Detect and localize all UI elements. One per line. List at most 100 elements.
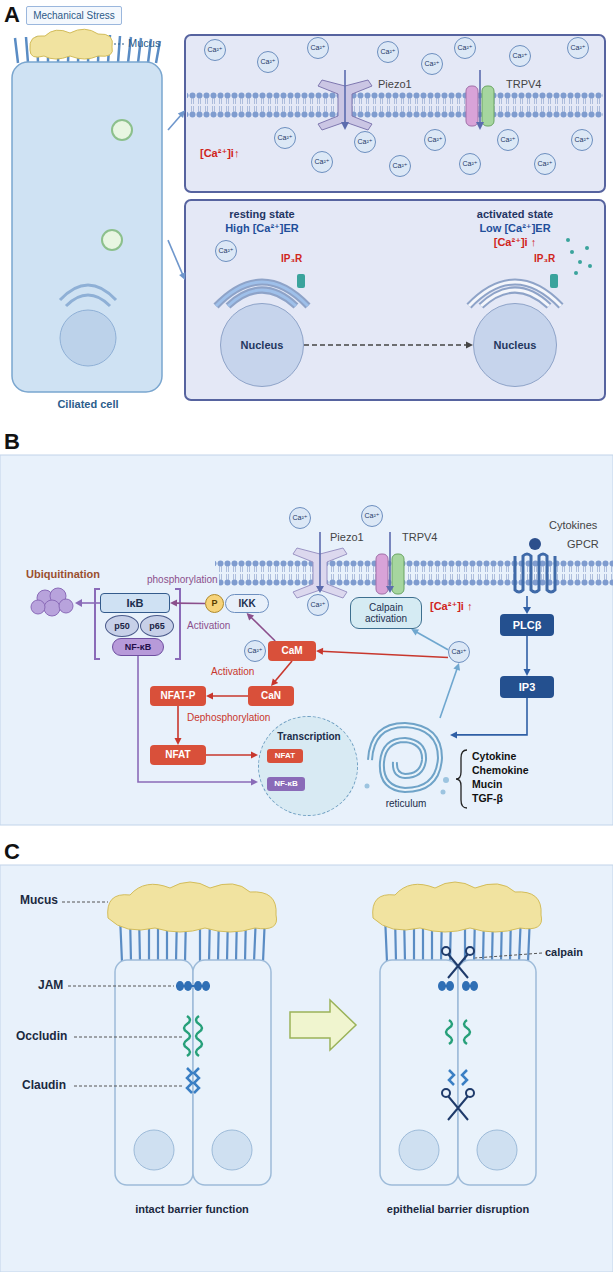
connector [440,663,460,718]
ip3-box: IP3 [500,676,554,698]
leader-line [114,44,124,45]
arrowhead [206,693,213,700]
edge-label: Activation [186,620,231,632]
text-label: intact barrier function [92,1203,292,1216]
node-label: Ca²⁺ [358,138,373,146]
calcium-ion: Ca²⁺ [307,594,329,616]
cell-er [60,285,116,306]
text-label: IP₃R [281,253,302,265]
connector [168,240,185,280]
jam-protein [176,981,210,991]
text-label: GPCR [567,538,599,551]
calcium-ion: Ca²⁺ [389,155,411,177]
nfat-box: NFAT [150,745,206,765]
connector [450,698,527,738]
arrowhead [476,122,484,130]
arrowhead [411,629,419,635]
arrowhead [316,648,323,655]
membrane [187,92,603,118]
nfat-p-box: NFAT-P [150,686,206,706]
edge-label: Dephosphorylation [186,712,271,724]
arrowhead [170,600,177,607]
node-label: PLCβ [513,619,542,632]
er-lumen [370,725,440,790]
node-label: Ca²⁺ [311,44,326,52]
panel-c-art [0,865,613,1272]
text-label: TGF-β [472,792,503,804]
cell-nuclei [134,1130,517,1170]
node-label: Ca²⁺ [248,647,263,655]
node-label: Ca²⁺ [315,158,330,166]
text-label: calpain [545,946,583,959]
connector-line [455,698,527,735]
zoom-frame [185,200,605,400]
text-label: Mucus [20,894,58,908]
connector-line [177,706,179,740]
node-label: Calpain activation [351,602,421,624]
arrowhead [341,122,349,130]
stress-box: Mechanical Stress [26,6,122,25]
membrane [215,560,613,586]
complex-bracket [95,589,180,659]
node-label: Ca²⁺ [311,601,326,609]
scissors-icon [442,947,474,978]
calcium-ion: Ca²⁺ [459,153,481,175]
connector [168,110,185,130]
ikb-box: IκB [100,593,170,613]
arrowhead [179,272,185,280]
connector [247,613,276,641]
cell-body [12,62,162,392]
trpv4-channel [482,86,494,126]
claudin-protein [187,1068,199,1093]
calcium-ion: Ca²⁺ [257,51,279,73]
influx-arrow [320,532,390,588]
node-label: Ca²⁺ [463,160,478,168]
node-label: NFAT [275,751,295,760]
nfat-gene: NFAT [267,749,303,763]
arrowhead [175,738,182,745]
arrowhead [247,613,254,620]
connector-line [250,617,275,642]
zoom-frame [185,35,605,192]
calcium-ion: Ca²⁺ [311,151,333,173]
connector [316,648,448,658]
jam-protein [438,981,478,991]
mucus-blob [108,882,277,932]
calcium-ion: Ca²⁺ [361,505,383,527]
vesicles [365,777,450,795]
ip3r-channel [297,274,305,288]
cytokine-ball [529,538,541,550]
calcium-ion: Ca²⁺ [377,41,399,63]
connector-line [526,636,528,671]
degradation-arrow [81,602,100,604]
arrowhead [75,599,82,607]
node-label: NFAT-P [161,690,196,702]
connector [206,693,248,700]
gpcr [515,554,555,592]
node-label: NF-κB [274,779,298,788]
calcium-ion: Ca²⁺ [509,45,531,67]
occludin-protein [184,1016,202,1056]
node-label: Mechanical Stress [33,10,115,22]
node-label: Low [Ca²⁺]ER [455,222,575,235]
panel-b-art [0,455,613,825]
node-label: Transcription [259,731,359,743]
nucleus: Nucleus [473,303,557,387]
calcium-ion: Ca²⁺ [204,39,226,61]
connector [170,600,205,607]
released-calcium [566,238,592,275]
text-label: Mucin [472,778,502,790]
node-label: Ca²⁺ [571,44,586,52]
connector-line [321,651,448,657]
node-label: Ca²⁺ [452,648,467,656]
connector-line [168,240,183,275]
node-label: IKK [225,594,269,613]
connector-line [416,632,448,650]
node-label: Ciliated cell [8,398,168,411]
arrowhead [271,678,278,686]
mucus-blob [30,29,113,59]
calcium-ion: Ca²⁺ [534,153,556,175]
node-label: activated state [455,208,575,221]
